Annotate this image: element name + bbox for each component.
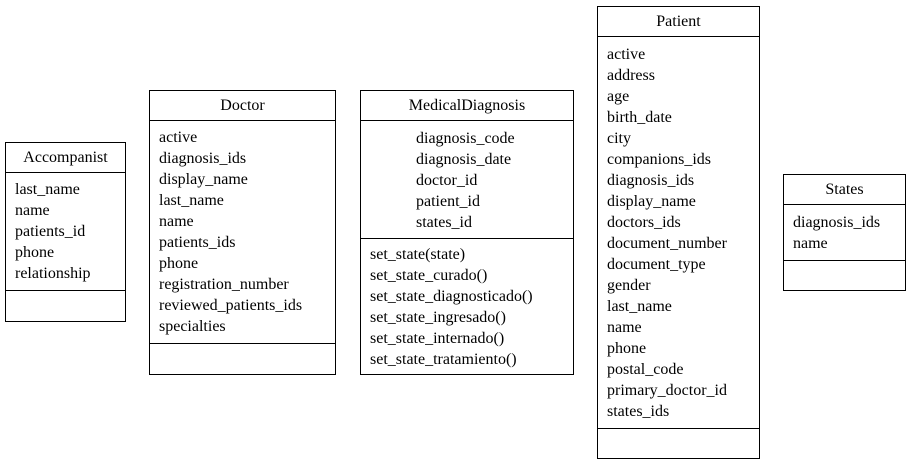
attribute-name: name [159, 213, 194, 230]
method-set-state-internado: set_state_internado() [370, 330, 505, 347]
attribute-age: age [607, 88, 630, 105]
class-name: States [784, 175, 905, 205]
attribute-diagnosis-date: diagnosis_date [416, 151, 512, 168]
attribute-phone: phone [607, 340, 647, 357]
attribute-companions-ids: companions_ids [607, 151, 711, 168]
attribute-active: active [159, 129, 198, 146]
class-name: MedicalDiagnosis [361, 91, 573, 121]
attribute-doctors-ids: doctors_ids [607, 214, 681, 231]
attribute-patients-id: patients_id [15, 223, 86, 240]
attribute-active: active [607, 46, 646, 63]
attribute-document-type: document_type [607, 256, 706, 273]
methods-compartment [784, 261, 905, 290]
attribute-diagnosis-ids: diagnosis_ids [607, 172, 695, 189]
attribute-relationship: relationship [15, 265, 91, 282]
method-set-state-state: set_state(state) [370, 246, 466, 263]
attribute-specialties: specialties [159, 318, 226, 335]
attribute-diagnosis-ids: diagnosis_ids [159, 150, 247, 167]
attribute-phone: phone [15, 244, 55, 261]
attribute-address: address [607, 67, 655, 84]
method-set-state-diagnosticado: set_state_diagnosticado() [370, 288, 533, 305]
class-name: Doctor [150, 91, 335, 121]
attribute-primary-doctor-id: primary_doctor_id [607, 382, 727, 399]
attribute-city: city [607, 130, 631, 147]
method-set-state-ingresado: set_state_ingresado() [370, 309, 506, 326]
methods-compartment: set_state(state) set_state_curado() set_st… [361, 239, 573, 376]
attribute-last-name: last_name [15, 181, 80, 198]
attribute-gender: gender [607, 277, 651, 294]
attributes-compartment: active diagnosis_ids display_name last_name… [150, 121, 335, 344]
attribute-last-name: last_name [607, 298, 672, 315]
attribute-diagnosis-ids: diagnosis_ids [793, 214, 881, 231]
class-name: Accompanist [6, 143, 125, 173]
attribute-states-ids: states_ids [607, 403, 670, 420]
attribute-display-name: display_name [159, 171, 248, 188]
attribute-last-name: last_name [159, 192, 224, 209]
class-name: Patient [598, 7, 759, 37]
attribute-phone: phone [159, 255, 199, 272]
attribute-display-name: display_name [607, 193, 696, 210]
method-set-state-tratamiento: set_state_tratamiento() [370, 351, 517, 368]
attribute-document-number: document_number [607, 235, 727, 252]
attribute-diagnosis-code: diagnosis_code [416, 130, 515, 147]
attribute-name: name [793, 235, 828, 252]
attribute-name: name [607, 319, 642, 336]
attribute-birth-date: birth_date [607, 109, 672, 126]
attribute-reviewed-patients-ids: reviewed_patients_ids [159, 297, 303, 314]
methods-compartment [6, 291, 125, 321]
methods-compartment [150, 344, 335, 374]
attribute-doctor-id: doctor_id [416, 172, 478, 189]
attribute-states-id: states_id [416, 214, 472, 231]
attribute-postal-code: postal_code [607, 361, 684, 378]
attribute-patient-id: patient_id [416, 193, 480, 210]
attribute-registration-number: registration_number [159, 276, 289, 293]
methods-compartment [598, 429, 759, 458]
attribute-patients-ids: patients_ids [159, 234, 236, 251]
method-set-state-curado: set_state_curado() [370, 267, 488, 284]
attribute-name: name [15, 202, 50, 219]
